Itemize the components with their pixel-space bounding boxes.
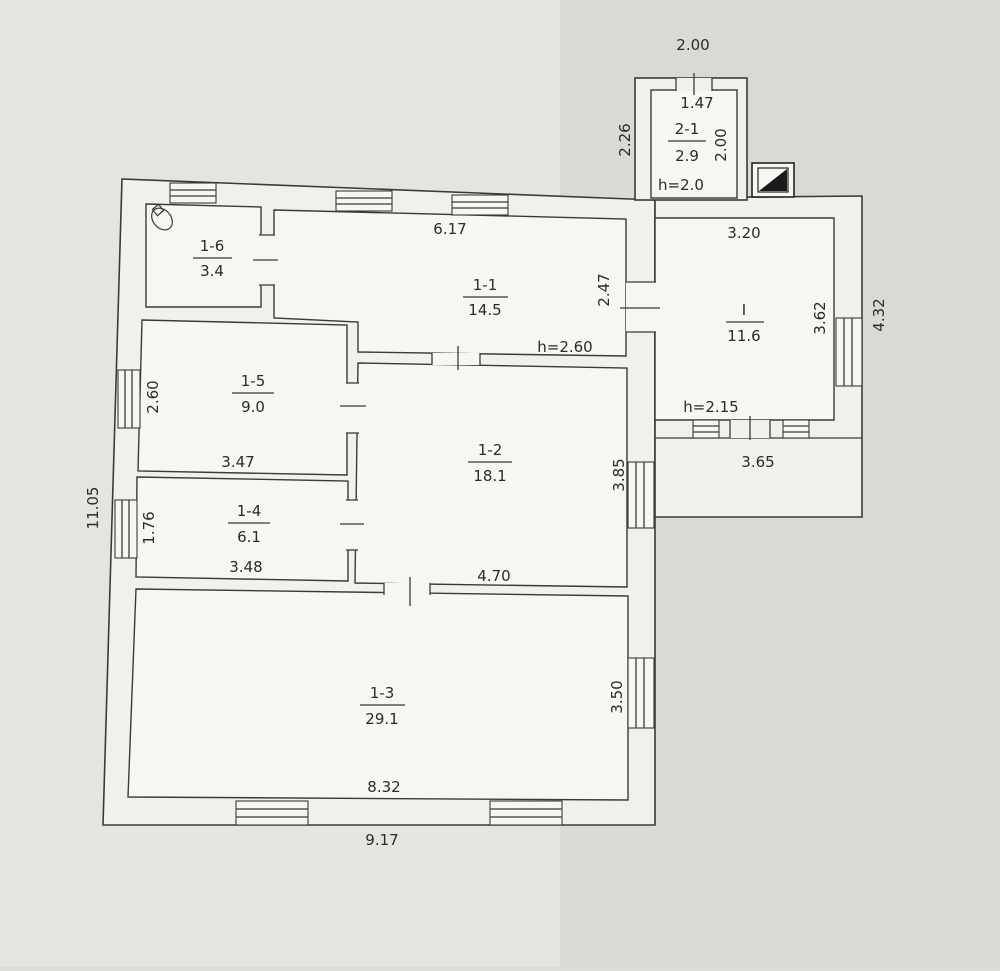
dimension-label: 3.62 bbox=[811, 301, 829, 334]
room-1-6 bbox=[145, 203, 262, 308]
dimension-label: h=2.60 bbox=[537, 338, 592, 356]
room-area-label: 11.6 bbox=[727, 327, 760, 345]
dimension-label: 3.20 bbox=[727, 224, 760, 242]
door bbox=[431, 346, 481, 370]
room-labels: 1-6 3.4 1-1 14.5 1-5 9.0 1-2 18.1 1-4 6.… bbox=[193, 120, 764, 728]
dimension-labels: 2.00 1.47 2.26 2.00 h=2.0 6.17 2.47 h=2.… bbox=[84, 36, 888, 849]
door bbox=[675, 73, 713, 95]
window bbox=[627, 657, 655, 729]
window bbox=[335, 190, 393, 212]
room-id-label: 1-3 bbox=[370, 684, 395, 702]
window bbox=[114, 499, 138, 559]
dimension-label: h=2.15 bbox=[683, 398, 738, 416]
dimension-label: 1.76 bbox=[140, 511, 158, 544]
room-2-1 bbox=[650, 89, 738, 199]
room-area-label: 18.1 bbox=[473, 467, 506, 485]
room-I bbox=[654, 217, 835, 421]
room-1-1 bbox=[273, 209, 627, 357]
room-id-label: 1-6 bbox=[200, 237, 225, 255]
dimension-label: 2.00 bbox=[676, 36, 709, 54]
stove-icon bbox=[751, 162, 795, 198]
door bbox=[340, 499, 364, 551]
window bbox=[235, 800, 309, 826]
window bbox=[169, 182, 217, 204]
window bbox=[627, 461, 655, 529]
window bbox=[117, 369, 141, 429]
room-id-label: 2-1 bbox=[675, 120, 700, 138]
dimension-label: 3.50 bbox=[608, 680, 626, 713]
dimension-label: 4.32 bbox=[870, 298, 888, 331]
window bbox=[489, 800, 563, 826]
dimension-label: 6.17 bbox=[433, 220, 466, 238]
room-id-label: I bbox=[742, 301, 746, 319]
dimension-label: 8.32 bbox=[367, 778, 400, 796]
room-area-label: 6.1 bbox=[237, 528, 261, 546]
room-id-label: 1-1 bbox=[473, 276, 498, 294]
window bbox=[835, 317, 863, 387]
dimension-label: 3.65 bbox=[741, 453, 774, 471]
dimension-label: 2.26 bbox=[616, 123, 634, 156]
room-1-3 bbox=[127, 588, 629, 801]
room-id-label: 1-5 bbox=[241, 372, 266, 390]
room-id-label: 1-2 bbox=[478, 441, 503, 459]
room-area-label: 9.0 bbox=[241, 398, 265, 416]
window bbox=[692, 419, 720, 439]
dimension-label: h=2.0 bbox=[658, 176, 704, 194]
room-area-label: 2.9 bbox=[675, 147, 699, 165]
dimension-label: 3.47 bbox=[221, 453, 254, 471]
dimension-label: 3.48 bbox=[229, 558, 262, 576]
room-area-label: 14.5 bbox=[468, 301, 501, 319]
door bbox=[253, 234, 278, 286]
door bbox=[383, 577, 431, 606]
room-area-label: 3.4 bbox=[200, 262, 224, 280]
dimension-label: 9.17 bbox=[365, 831, 398, 849]
dimension-label: 3.85 bbox=[610, 458, 628, 491]
window bbox=[451, 194, 509, 216]
windows bbox=[114, 182, 863, 826]
dimension-label: 1.47 bbox=[680, 94, 713, 112]
dimension-label: 2.47 bbox=[595, 273, 613, 306]
room-id-label: 1-4 bbox=[237, 502, 262, 520]
door bbox=[340, 382, 366, 434]
dimension-label: 2.60 bbox=[144, 380, 162, 413]
dimension-label: 4.70 bbox=[477, 567, 510, 585]
door bbox=[729, 416, 771, 440]
window bbox=[782, 419, 810, 439]
toilet-icon bbox=[151, 203, 173, 231]
doors bbox=[253, 73, 771, 606]
room-area-label: 29.1 bbox=[365, 710, 398, 728]
door bbox=[620, 281, 660, 333]
dimension-label: 2.00 bbox=[712, 128, 730, 161]
dimension-label: 11.05 bbox=[84, 487, 102, 530]
